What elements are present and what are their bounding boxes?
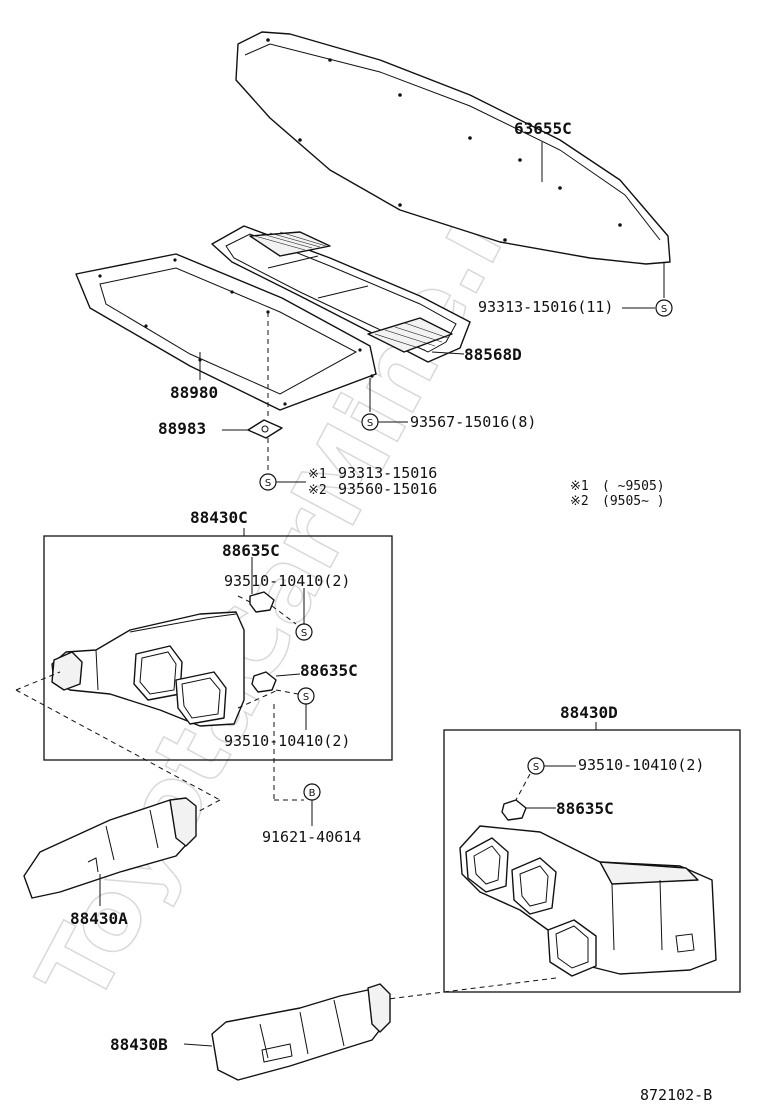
screw-symbol: S	[297, 687, 315, 705]
screw-symbol: S	[259, 473, 277, 491]
label-88430c[interactable]: 88430C	[190, 508, 248, 527]
part-88568d-grille[interactable]	[211, 225, 471, 363]
diagram-code: 872102-B	[640, 1086, 712, 1104]
svg-text:S: S	[367, 418, 373, 429]
svg-text:※2: ※2	[570, 494, 589, 509]
part-88430d-duct[interactable]	[459, 825, 717, 977]
svg-text:S: S	[661, 304, 667, 315]
label-91621-40614[interactable]: 91621-40614	[262, 828, 361, 846]
label-93510-10410-a[interactable]: 93510-10410(2)	[224, 572, 350, 590]
part-88635c-clip-lower[interactable]	[251, 671, 277, 693]
svg-text:※1: ※1	[570, 479, 589, 494]
assembly-box-88430d	[443, 729, 741, 993]
note-mark-2: ※2	[308, 483, 327, 498]
note-mark-1: ※1	[308, 467, 327, 482]
label-88430d[interactable]: 88430D	[560, 703, 618, 722]
label-88430b[interactable]: 88430B	[110, 1035, 168, 1054]
panel-holes	[266, 38, 622, 242]
svg-text:(9505~ ): (9505~ )	[602, 494, 665, 509]
screw-symbol: S	[361, 413, 379, 431]
svg-text:( ~9505): ( ~9505)	[602, 479, 665, 494]
label-93510-10410-c[interactable]: 93510-10410(2)	[578, 756, 704, 774]
label-93510-10410-b[interactable]: 93510-10410(2)	[224, 732, 350, 750]
label-88635c-b[interactable]: 88635C	[300, 661, 358, 680]
part-63655c-panel[interactable]	[235, 31, 671, 265]
label-63655c[interactable]: 63655C	[514, 119, 572, 138]
screw-symbol: S	[295, 623, 313, 641]
label-93567-15016-8[interactable]: 93567-15016(8)	[410, 413, 536, 431]
svg-text:S: S	[301, 628, 307, 639]
label-88635c-c[interactable]: 88635C	[556, 799, 614, 818]
svg-text:S: S	[265, 478, 271, 489]
part-88430a-duct[interactable]	[23, 797, 197, 899]
part-88430b-duct[interactable]	[211, 983, 391, 1081]
label-93313-15016[interactable]: 93313-15016	[338, 464, 437, 482]
label-88430a[interactable]: 88430A	[70, 909, 128, 928]
label-93313-15016-11[interactable]: 93313-15016(11)	[478, 298, 613, 316]
label-88983[interactable]: 88983	[158, 419, 206, 438]
part-88983-clip[interactable]	[247, 419, 283, 439]
assembly-box-88430c	[43, 535, 393, 761]
label-88635c-a[interactable]: 88635C	[222, 541, 280, 560]
part-88980-gasket[interactable]	[75, 253, 377, 411]
legend: ※1 ( ~9505) ※2 (9505~ )	[570, 479, 665, 509]
svg-text:S: S	[533, 762, 539, 773]
svg-text:S: S	[303, 692, 309, 703]
part-88635c-clip-d[interactable]	[501, 799, 527, 821]
part-88430c-duct[interactable]	[51, 611, 245, 727]
screw-symbol: S	[527, 757, 545, 775]
label-88980[interactable]: 88980	[170, 383, 218, 402]
svg-text:B: B	[309, 788, 316, 799]
part-88635c-clip-upper[interactable]	[249, 591, 275, 613]
screw-symbol: S	[655, 299, 673, 317]
bolt-symbol: B	[303, 783, 321, 801]
label-88568d[interactable]: 88568D	[464, 345, 522, 364]
grille-mesh	[254, 231, 449, 351]
label-93560-15016[interactable]: 93560-15016	[338, 480, 437, 498]
